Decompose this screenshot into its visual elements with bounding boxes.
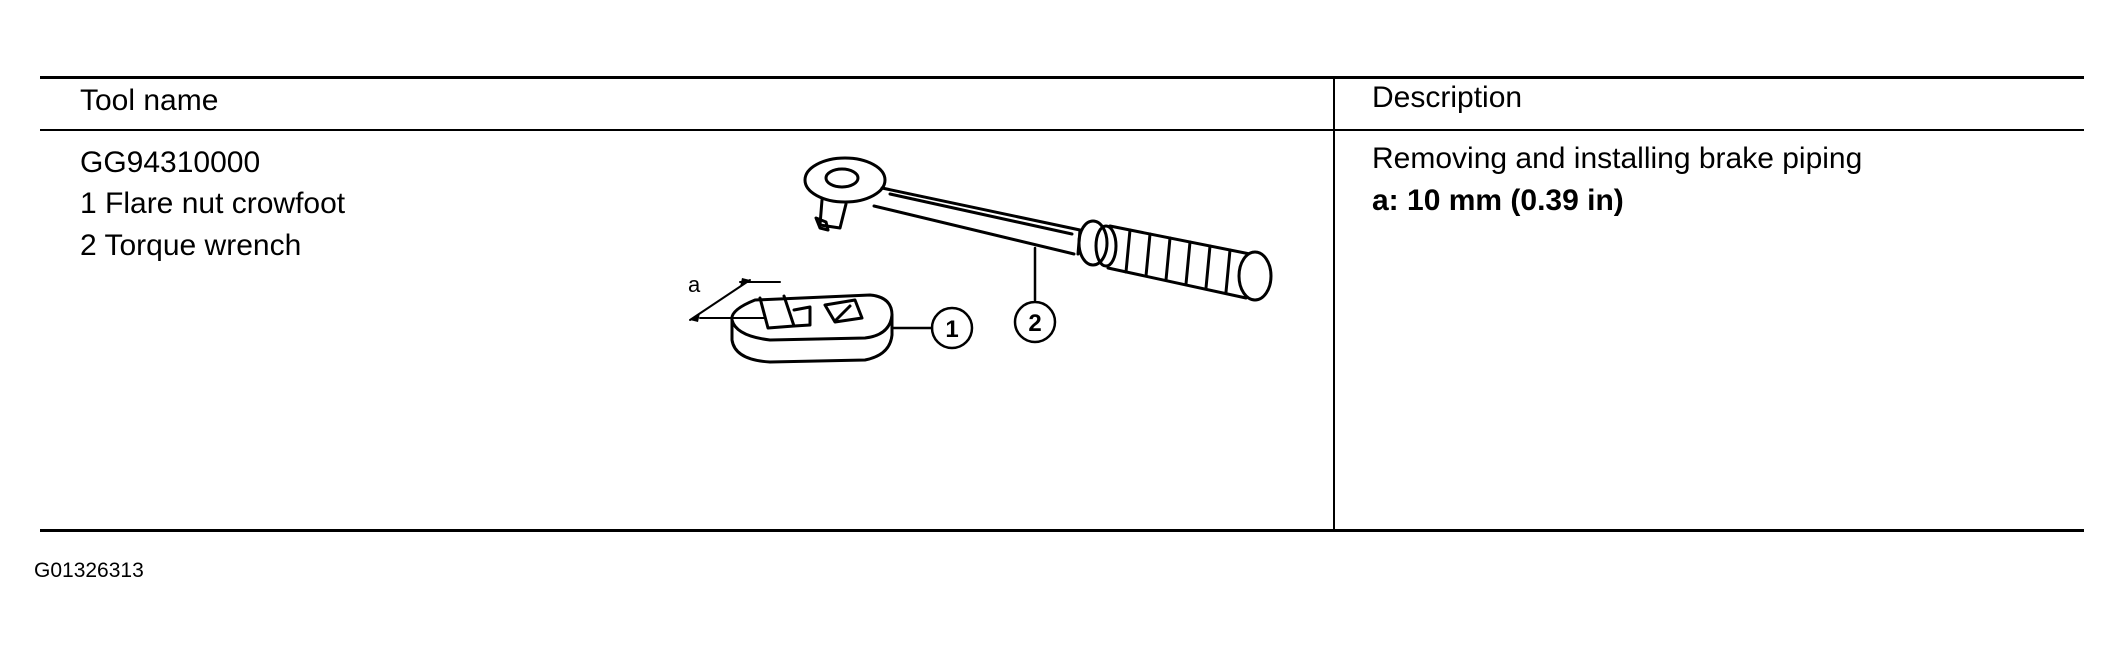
header-divider-rule: [40, 129, 2084, 131]
torque-wrench-illustration: [803, 156, 1273, 302]
table-top-rule: [40, 76, 2084, 79]
flare-nut-crowfoot-illustration: [730, 293, 894, 364]
tool-number: GG94310000: [80, 146, 261, 179]
description-text: Removing and installing brake piping: [1372, 142, 1863, 175]
tool-part-2: 2 Torque wrench: [80, 229, 302, 262]
table-bottom-rule: [40, 529, 2084, 532]
dimension-a-label: a: [688, 272, 701, 297]
callout-1-circle: [930, 306, 974, 350]
dimension-spec: a: 10 mm (0.39 in): [1372, 184, 1624, 217]
callout-1-label: 1: [945, 316, 958, 343]
column-divider: [1333, 76, 1335, 531]
tool-part-1: 1 Flare nut crowfoot: [80, 187, 346, 220]
callout-2-circle: [1013, 300, 1057, 344]
tool-illustration: a 2 1: [688, 156, 1273, 364]
callout-2-label: 2: [1028, 310, 1041, 337]
figure-id: G01326313: [34, 559, 144, 582]
header-tool-name: Tool name: [80, 84, 219, 117]
header-description: Description: [1372, 81, 1523, 114]
